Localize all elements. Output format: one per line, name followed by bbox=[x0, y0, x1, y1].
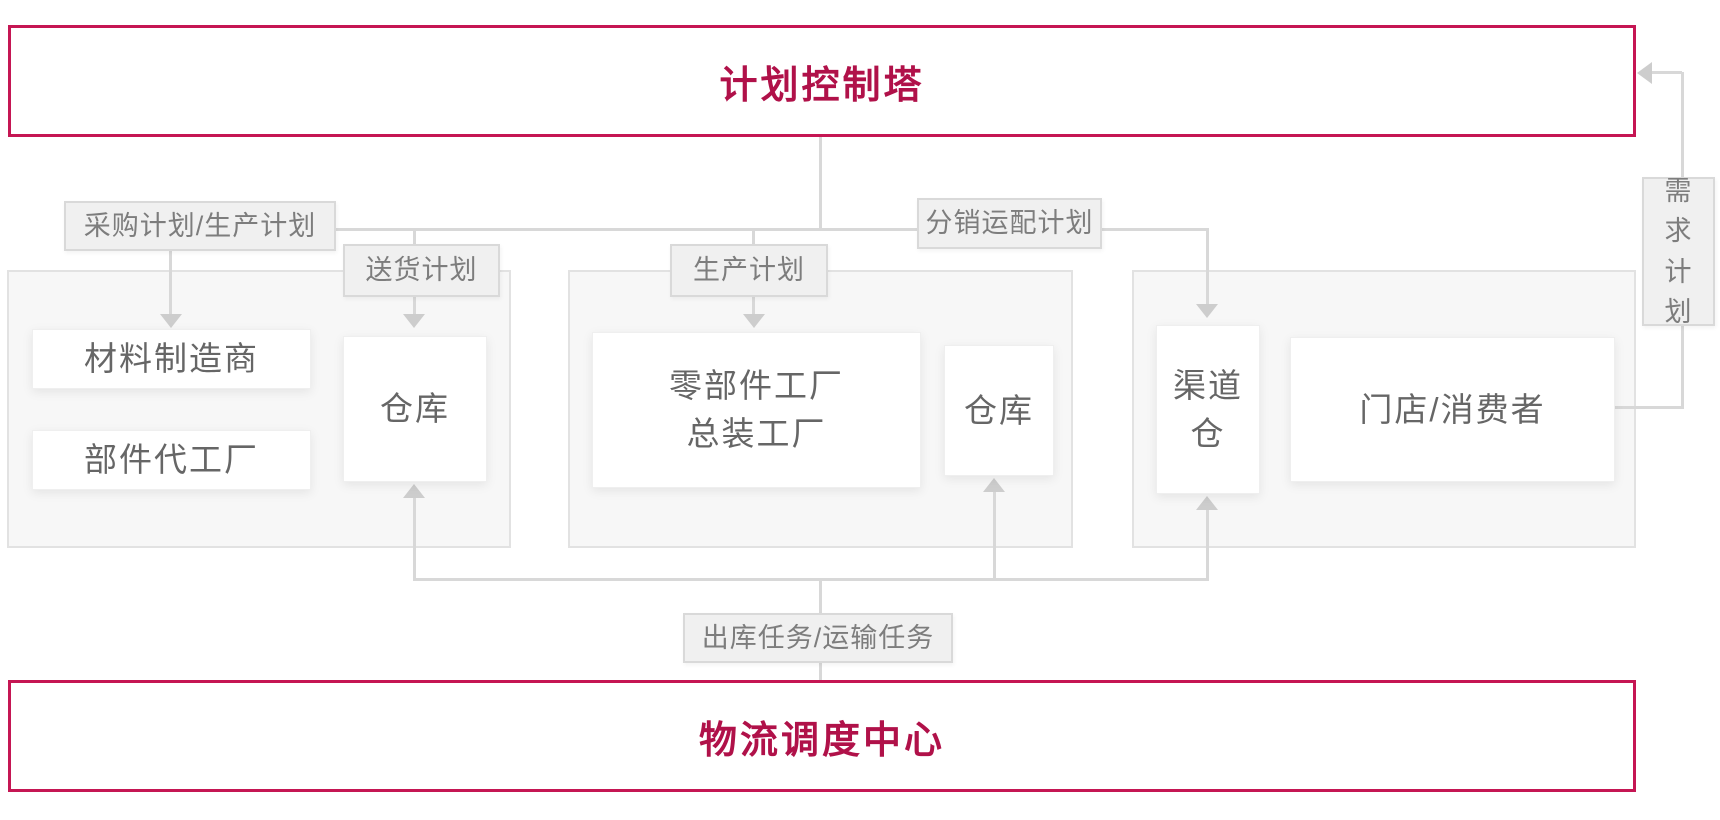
arrow-down-supplier-warehouse-icon bbox=[403, 314, 425, 328]
component-oem-node: 部件代工厂 bbox=[32, 430, 311, 490]
control-tower-title: 计划控制塔 bbox=[719, 64, 925, 107]
production-plan-text: 生产计划 bbox=[693, 255, 805, 286]
distribution-plan-label: 分销运配计划 bbox=[917, 198, 1102, 249]
arrow-left-into-control-tower-icon bbox=[1637, 62, 1652, 84]
arrow-up-supplier-warehouse-icon bbox=[403, 484, 425, 498]
material-manufacturer-node: 材料制造商 bbox=[32, 329, 311, 389]
delivery-plan-label: 送货计划 bbox=[343, 244, 500, 297]
assembly-factory-label: 总装工厂 bbox=[686, 415, 827, 452]
connector-tower-drop bbox=[819, 137, 822, 231]
channel-warehouse-label: 渠道仓 bbox=[1173, 366, 1243, 452]
stores-consumers-node: 门店/消费者 bbox=[1290, 337, 1615, 482]
procurement-production-plan-label: 采购计划/生产计划 bbox=[64, 201, 336, 251]
stores-consumers-label: 门店/消费者 bbox=[1359, 390, 1546, 428]
connector-task-bus bbox=[413, 578, 1209, 581]
connector-production-drop-upper bbox=[752, 229, 755, 245]
arrow-up-factory-warehouse-icon bbox=[983, 478, 1005, 492]
connector-delivery-drop-upper bbox=[413, 229, 416, 245]
connector-supplier-warehouse-rise bbox=[413, 496, 416, 581]
demand-plan-label: 需求计划 bbox=[1642, 176, 1715, 327]
material-manufacturer-label: 材料制造商 bbox=[84, 340, 259, 378]
connector-distribution-drop bbox=[1206, 229, 1209, 306]
connector-task-drop-lower bbox=[819, 663, 822, 681]
supplier-warehouse-node: 仓库 bbox=[343, 336, 487, 482]
connector-production-drop-lower bbox=[752, 297, 755, 316]
control-tower-box: 计划控制塔 bbox=[8, 25, 1636, 137]
parts-factory-label: 零部件工厂 bbox=[669, 367, 844, 405]
factory-warehouse-label: 仓库 bbox=[964, 391, 1034, 429]
connector-factory-warehouse-rise bbox=[993, 490, 996, 581]
outbound-transport-task-label: 出库任务/运输任务 bbox=[683, 613, 953, 663]
connector-plan-bus bbox=[335, 228, 1209, 231]
factory-node: 零部件工厂 总装工厂 bbox=[592, 332, 921, 488]
arrow-down-channel-warehouse-icon bbox=[1196, 304, 1218, 318]
connector-demand-top bbox=[1652, 71, 1682, 74]
connector-task-drop-upper bbox=[819, 580, 822, 614]
production-plan-label: 生产计划 bbox=[670, 244, 828, 297]
connector-channel-warehouse-rise bbox=[1206, 508, 1209, 581]
demand-plan-text: 需求计划 bbox=[1664, 175, 1693, 328]
connector-store-to-demand bbox=[1615, 406, 1683, 409]
delivery-plan-text: 送货计划 bbox=[365, 255, 478, 286]
channel-warehouse-node: 渠道仓 bbox=[1156, 325, 1260, 494]
connector-delivery-drop-lower bbox=[413, 297, 416, 316]
arrow-down-material-manufacturer-icon bbox=[160, 314, 182, 328]
arrow-down-factory-icon bbox=[743, 314, 765, 328]
distribution-plan-text: 分销运配计划 bbox=[925, 208, 1094, 239]
connector-procurement-drop bbox=[169, 251, 172, 316]
logistics-center-box: 物流调度中心 bbox=[8, 680, 1636, 792]
arrow-up-channel-warehouse-icon bbox=[1196, 496, 1218, 510]
supplier-warehouse-label: 仓库 bbox=[380, 390, 450, 428]
factory-warehouse-node: 仓库 bbox=[944, 345, 1054, 476]
procurement-production-plan-text: 采购计划/生产计划 bbox=[83, 210, 317, 241]
logistics-center-title: 物流调度中心 bbox=[698, 719, 945, 762]
component-oem-label: 部件代工厂 bbox=[84, 441, 259, 479]
outbound-transport-task-text: 出库任务/运输任务 bbox=[701, 622, 935, 653]
